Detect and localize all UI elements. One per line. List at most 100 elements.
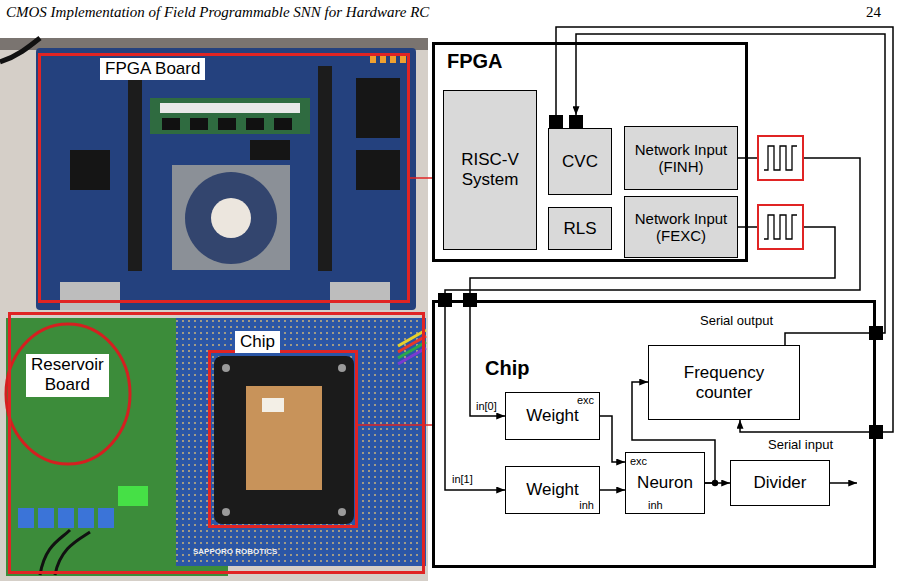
process-box: Network Input (FINH) (624, 126, 738, 190)
fpga-board-photo-part (330, 282, 390, 310)
fpga-board-photo-part (60, 282, 120, 310)
reservoir-board-photo-part (58, 508, 74, 528)
connector (600, 489, 625, 491)
box-label: CVC (562, 152, 598, 172)
fpga-board-photo-part (356, 150, 400, 190)
corner-label: inh (579, 499, 594, 512)
fpga-board-photo-part (370, 55, 376, 63)
pulse-symbol (758, 205, 803, 249)
reservoir-board-photo-part (214, 356, 354, 524)
process-box: excNeuron inh (625, 452, 705, 514)
reservoir-board-photo-part (338, 364, 346, 372)
photo-background-part (0, 38, 40, 62)
signal-label: in[0] (474, 400, 499, 413)
reservoir-board-photo-part (222, 364, 230, 372)
output-arrow-part (830, 482, 857, 484)
box-label: Weight (526, 480, 579, 500)
junction-dot (712, 480, 718, 486)
fpga-board-photo-part (162, 118, 180, 130)
box-label: Network Input (FINH) (633, 141, 729, 176)
pin-pad (438, 115, 883, 439)
chip-block: ChipFrequency counterWeightexcexcNeuroni… (432, 300, 876, 568)
reservoir-board-photo (6, 318, 426, 576)
reservoir-board-photo-part (176, 318, 426, 566)
reservoir-board-photo-part (262, 398, 284, 412)
fpga-board-photo-part (400, 55, 406, 63)
fpga-board-photo-part (218, 118, 236, 130)
fpga-board-photo-part (274, 118, 292, 130)
fpga-board-photo-part (318, 66, 332, 271)
box-label: Neuron (637, 473, 693, 493)
signal-label: in[1] (450, 473, 475, 486)
fpga-board-photo-part (150, 98, 310, 134)
reservoir-board-photo-part (338, 508, 346, 516)
process-box: Divider (730, 460, 830, 506)
photo-region: Chip (208, 350, 358, 528)
reservoir-board-photo-part (398, 348, 426, 364)
process-box: Weightexc (505, 392, 600, 440)
pulse-symbol-part (758, 136, 803, 180)
fpga-board-photo-part (36, 48, 416, 310)
fpga-board-photo-part (390, 55, 396, 63)
reservoir-board-photo-part (18, 508, 34, 528)
signal-label: Serial output (698, 314, 775, 329)
pulse-symbol (758, 136, 803, 180)
fpga-board-photo-part (356, 78, 400, 138)
process-box: Network Input (FEXC) (624, 196, 738, 258)
pulse-symbol-part (764, 146, 797, 170)
reservoir-board-photo-part (176, 318, 426, 566)
running-head: CMOS Implementation of Field Programmabl… (6, 3, 429, 21)
fpga-board-photo-part (380, 55, 386, 63)
reservoir-board-photo-part (6, 324, 130, 464)
reservoir-board-photo-part (118, 486, 148, 506)
fpga-board-photo-part (211, 198, 251, 238)
connector (576, 34, 885, 345)
process-box: CVC (548, 128, 612, 195)
process-box: RISC-V System (443, 90, 537, 250)
pulse-symbol-part (758, 205, 803, 249)
pulse-symbol-part (764, 215, 797, 239)
pin-pad-part (569, 115, 583, 129)
group-title: Chip (485, 357, 529, 380)
output-arrow (830, 483, 857, 484)
fpga-block: FPGA RISC-V System CVC Network Input (FINH)… (432, 42, 748, 262)
fpga-board-photo-part (128, 66, 142, 271)
junction-dot-part (712, 480, 718, 486)
photo-label: FPGA Board (100, 58, 205, 80)
process-box: Weightinh (505, 466, 600, 514)
box-label: Network Input (FEXC) (633, 210, 729, 245)
fpga-board-photo-part (190, 118, 208, 130)
photo-background (0, 38, 428, 581)
fpga-board-photo-part (160, 103, 300, 113)
pin-pad-part (549, 115, 563, 129)
photo-background-part (0, 38, 428, 581)
box-label: Weight (526, 406, 579, 426)
pin-pad-part (869, 326, 883, 340)
pin-pad-part (869, 425, 883, 439)
connector (410, 177, 432, 179)
photo-region: FPGA Board (38, 53, 410, 303)
box-label: Divider (754, 473, 807, 493)
page-number: 24 (866, 3, 881, 21)
fpga-board-photo-part (185, 172, 277, 264)
fpga-board-photo-part (250, 140, 290, 160)
reservoir-board-photo-part (246, 386, 322, 490)
reservoir-board-photo-part (38, 508, 54, 528)
process-box: Frequency counter (648, 345, 800, 420)
box-label: RISC-V System (448, 150, 532, 189)
box-label: RLS (563, 219, 596, 239)
box-label: Frequency counter (668, 363, 780, 402)
photo-region: Reservoir Board Chip (8, 312, 425, 574)
photo-label: Chip (235, 331, 280, 353)
signal-label: Serial input (766, 438, 835, 453)
reservoir-board-photo-part (222, 508, 230, 516)
reservoir-board-photo-part (78, 508, 94, 528)
photo-label: Reservoir Board (26, 354, 109, 397)
reservoir-board-photo-part (55, 532, 90, 575)
fpga-board-photo-part (70, 150, 110, 190)
corner-label: exc (630, 455, 647, 468)
connector (600, 416, 625, 462)
corner-label: exc (577, 394, 594, 407)
corner-label: inh (648, 499, 663, 512)
group-title: FPGA (447, 50, 503, 73)
